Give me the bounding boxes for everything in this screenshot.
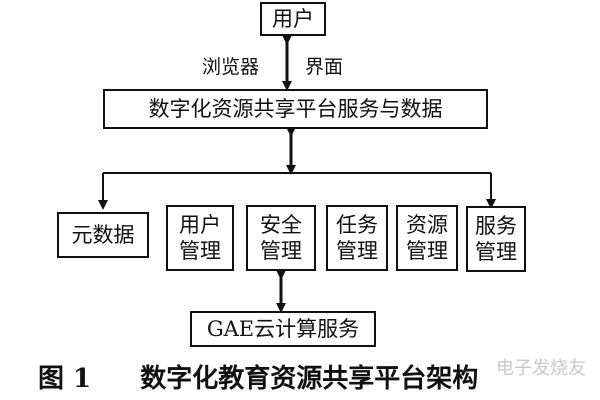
module-resource-management-line2: 管理 xyxy=(406,239,448,263)
module-task-management: 任务 管理 xyxy=(326,205,388,271)
module-user-management-line2: 管理 xyxy=(179,239,221,263)
gae-cloud-box: GAE云计算服务 xyxy=(190,311,376,347)
module-security-management: 安全 管理 xyxy=(246,205,316,271)
watermark-logo: 电子发烧友 xyxy=(496,354,586,380)
user-box-label: 用户 xyxy=(272,6,314,31)
module-task-management-line1: 任务 xyxy=(336,212,378,237)
module-metadata: 元数据 xyxy=(57,212,149,258)
module-security-management-line1: 安全 xyxy=(260,212,302,237)
user-box: 用户 xyxy=(260,2,326,36)
module-resource-management-line1: 资源 xyxy=(406,212,448,237)
module-service-management-line2: 管理 xyxy=(475,240,517,264)
module-user-management: 用户 管理 xyxy=(166,205,234,271)
module-task-management-line2: 管理 xyxy=(336,239,378,263)
figure-number: 图 1 xyxy=(38,364,92,394)
module-resource-management: 资源 管理 xyxy=(396,205,458,271)
module-security-management-line2: 管理 xyxy=(260,239,302,263)
watermark-text: 电子发烧友 xyxy=(496,358,586,379)
module-metadata-label: 元数据 xyxy=(71,222,135,247)
figure-title: 数字化教育资源共享平台架构 xyxy=(140,364,479,394)
module-user-management-line1: 用户 xyxy=(179,212,221,237)
figure-caption: 图 1 数字化教育资源共享平台架构 xyxy=(38,358,478,395)
gae-cloud-box-label: GAE云计算服务 xyxy=(206,316,360,341)
interface-label: 界面 xyxy=(305,56,344,78)
platform-box: 数字化资源共享平台服务与数据 xyxy=(103,89,488,129)
browser-label: 浏览器 xyxy=(202,56,260,78)
module-service-management-line1: 服务 xyxy=(475,213,517,238)
platform-box-label: 数字化资源共享平台服务与数据 xyxy=(148,96,443,121)
module-service-management: 服务 管理 xyxy=(466,206,526,272)
